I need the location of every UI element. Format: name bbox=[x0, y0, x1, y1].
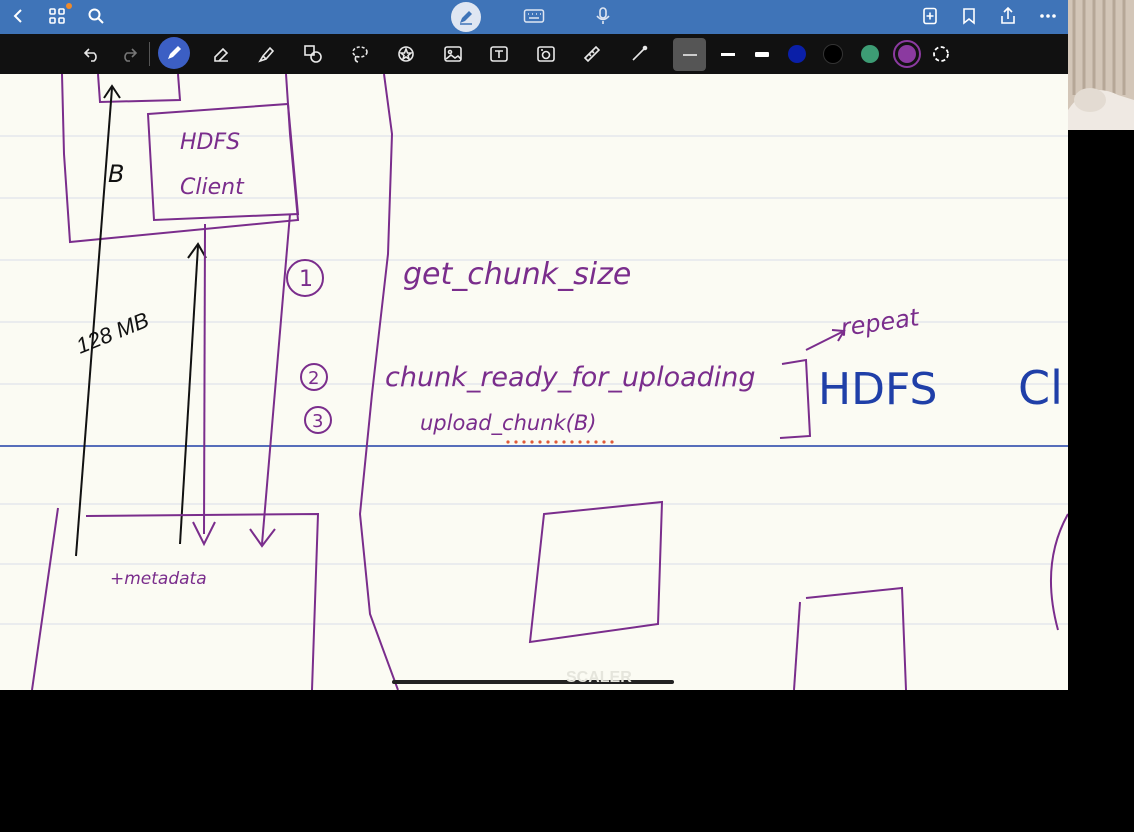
vertical-bracket bbox=[358, 73, 399, 690]
shapes-icon[interactable] bbox=[299, 40, 327, 68]
lasso-icon[interactable] bbox=[346, 40, 374, 68]
step-badges bbox=[286, 259, 332, 434]
undo-icon[interactable] bbox=[80, 42, 104, 66]
namenode-box bbox=[31, 507, 320, 690]
more-icon[interactable] bbox=[1036, 5, 1060, 27]
top-navigation-bar bbox=[0, 0, 1068, 34]
spellcheck-underline bbox=[506, 440, 614, 444]
stroke-width-thick[interactable] bbox=[745, 38, 778, 71]
ruled-lines bbox=[0, 135, 1068, 625]
notebook-page[interactable]: HDFS Client B 128 MB bbox=[0, 73, 1068, 690]
image-icon[interactable] bbox=[439, 40, 467, 68]
down-arrows bbox=[192, 213, 291, 548]
laser-pointer-icon[interactable] bbox=[625, 40, 653, 68]
arrows bbox=[75, 84, 207, 557]
metadata-label: +metadata bbox=[110, 569, 207, 589]
stroke-width-thin[interactable] bbox=[673, 38, 706, 71]
repeat-label: repeat bbox=[839, 303, 922, 342]
watermark: SCALER bbox=[566, 669, 632, 686]
color-swatch-green[interactable] bbox=[860, 44, 880, 64]
star-icon[interactable] bbox=[392, 40, 420, 68]
b-label: B bbox=[108, 160, 124, 188]
step-1-text: get_chunk_size bbox=[403, 257, 631, 292]
add-page-icon[interactable] bbox=[919, 5, 941, 27]
microphone-icon[interactable] bbox=[591, 4, 615, 28]
color-swatch-black[interactable] bbox=[823, 44, 843, 64]
size-label: 128 MB bbox=[73, 307, 153, 359]
scroll-indicator[interactable] bbox=[392, 680, 674, 684]
text-box-icon[interactable] bbox=[485, 40, 513, 68]
step-1-number: 1 bbox=[299, 267, 313, 292]
step-3-text: upload_chunk(B) bbox=[420, 411, 596, 436]
client-label: Client bbox=[180, 175, 245, 200]
hdfs-label: HDFS bbox=[180, 130, 240, 155]
pen-mode-icon[interactable] bbox=[451, 2, 481, 32]
datanode-boxes bbox=[528, 500, 1068, 690]
toolbar-divider bbox=[149, 42, 150, 66]
notes-app-window: HDFS Client B 128 MB bbox=[0, 0, 1068, 690]
pen-icon[interactable] bbox=[158, 37, 190, 69]
color-picker-icon[interactable] bbox=[929, 42, 953, 66]
color-swatch-blue[interactable] bbox=[787, 44, 807, 64]
eraser-icon[interactable] bbox=[207, 40, 235, 68]
highlighter-icon[interactable] bbox=[253, 40, 281, 68]
drawing-toolbar bbox=[0, 34, 1068, 74]
search-icon[interactable] bbox=[85, 5, 107, 27]
keyboard-icon[interactable] bbox=[521, 5, 547, 27]
back-chevron-icon[interactable] bbox=[8, 5, 30, 27]
step-3-number: 3 bbox=[312, 411, 323, 432]
webcam-thumbnail bbox=[1068, 0, 1134, 130]
ink-canvas[interactable]: HDFS Client B 128 MB bbox=[0, 73, 1068, 690]
notification-dot bbox=[66, 3, 72, 9]
stroke-width-medium[interactable] bbox=[711, 38, 744, 71]
share-icon[interactable] bbox=[997, 4, 1019, 28]
client-partial-label: Cl bbox=[1018, 361, 1063, 415]
bookmark-icon[interactable] bbox=[958, 5, 980, 27]
color-swatch-purple-selected[interactable] bbox=[893, 40, 921, 68]
hdfs-big-label: HDFS bbox=[818, 364, 937, 415]
redo-icon[interactable] bbox=[117, 42, 141, 66]
hdfs-client-box bbox=[61, 73, 300, 244]
step-2-number: 2 bbox=[308, 368, 319, 389]
camera-icon[interactable] bbox=[532, 40, 560, 68]
step-2-text: chunk_ready_for_uploading bbox=[385, 362, 756, 393]
repeat-bracket bbox=[779, 329, 846, 439]
grid-icon[interactable] bbox=[45, 3, 72, 27]
ruler-icon[interactable] bbox=[578, 40, 606, 68]
